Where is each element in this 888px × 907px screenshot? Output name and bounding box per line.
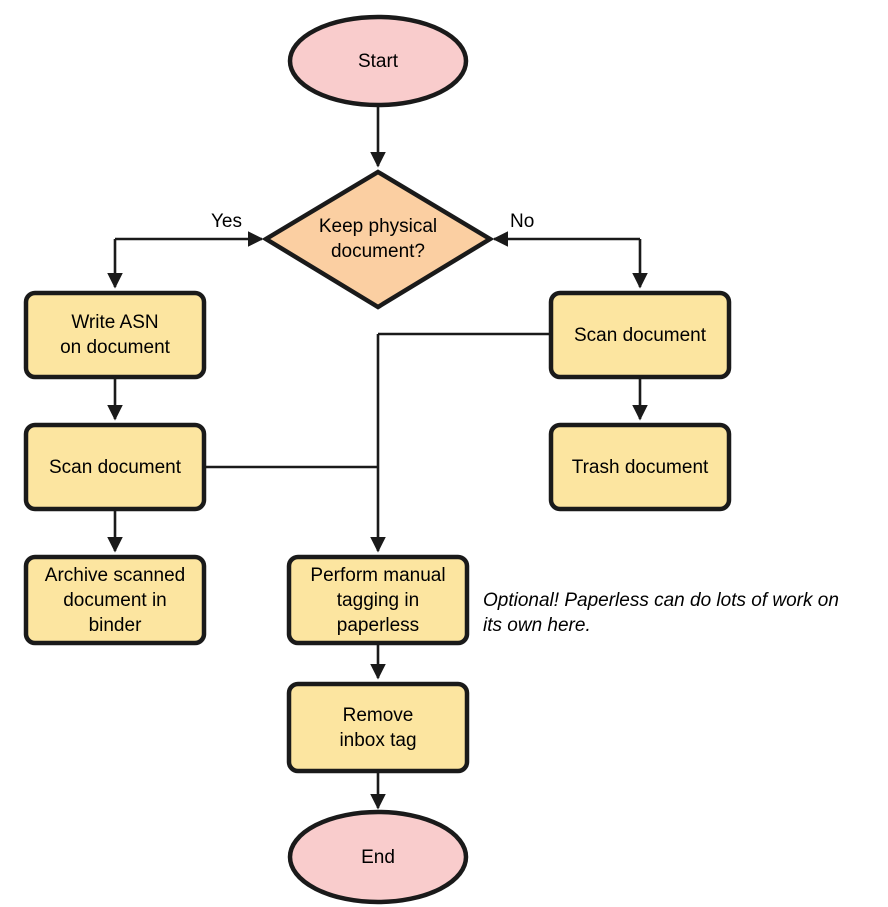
- node-shape-scan-left[interactable]: [23, 422, 207, 512]
- annotation-optional-note: Optional! Paperless can do lots of work …: [483, 590, 839, 636]
- node-shape-archive[interactable]: [23, 554, 207, 646]
- node-shape-scan-right[interactable]: [548, 290, 732, 380]
- node-shape-decision[interactable]: [261, 169, 495, 310]
- node-shape-write-asn[interactable]: [23, 290, 207, 380]
- node-shape-remove-inbox[interactable]: [286, 681, 470, 774]
- node-shape-layer: [23, 14, 732, 905]
- node-shape-trash[interactable]: [548, 422, 732, 512]
- node-shape-start[interactable]: [287, 14, 469, 108]
- node-shape-tagging[interactable]: [286, 554, 470, 646]
- edge-label-no: No: [510, 211, 535, 232]
- node-shape-end[interactable]: [287, 809, 469, 905]
- connector-layer: [107, 105, 648, 810]
- edge-label-yes: Yes: [211, 211, 242, 232]
